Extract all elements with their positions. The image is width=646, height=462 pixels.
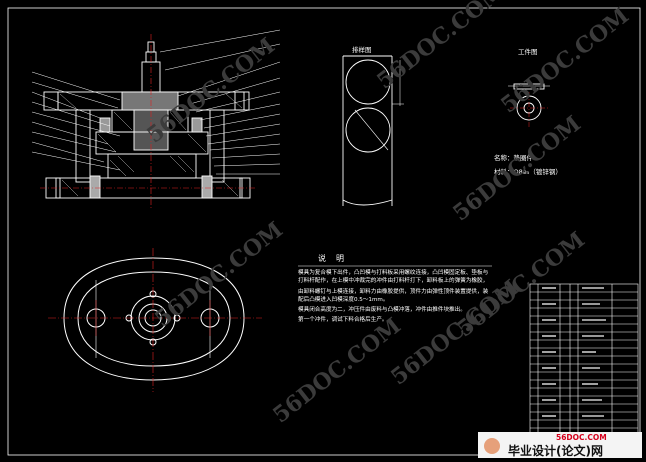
brand-name: 毕业设计(论文)网: [508, 444, 603, 458]
brand-banner[interactable]: 56DOC.COM 毕业设计(论文)网: [478, 432, 642, 458]
brand-logo-icon: [484, 438, 500, 454]
parts-list-table: [529, 283, 639, 455]
notes-title: 说明: [318, 254, 354, 263]
note-line: 第一个冲件，调试下料合格后生产。: [298, 317, 388, 324]
note-line: 由卸料螺钉与上模连接，卸料力由橡胶提供，顶件力由弹性顶件装置提供，装配后凸模进入…: [298, 288, 489, 303]
die-plan-view: [48, 248, 262, 392]
leader-lines-left: [31, 71, 121, 171]
sheet-border: [7, 7, 641, 456]
part-material: 材料：Q8e₅（镀锌钢）: [494, 168, 562, 176]
part-name: 名称：垫圈件: [494, 154, 533, 162]
note-line: 模具为复合模下出件，凸凹模与打料板采用螺纹连接，凸凹模固定板、垫板与打料杆配作，…: [298, 270, 489, 285]
technical-notes: 模具为复合模下出件，凸凹模与打料板采用螺纹连接，凸凹模固定板、垫板与打料杆配作，…: [298, 269, 490, 327]
note-line: 模具闭合高度为二，冲压件由废料与凸模冲落，冲件由推件块推出。: [298, 307, 466, 314]
workpiece-title: 工件图: [518, 48, 538, 56]
die-section-view: [40, 34, 256, 210]
layout-title: 排样图: [352, 46, 372, 54]
leader-lines-right: [159, 29, 281, 175]
brand-url[interactable]: 56DOC.COM: [556, 433, 607, 442]
strip-layout: [342, 55, 404, 206]
workpiece-drawing: [508, 83, 550, 128]
